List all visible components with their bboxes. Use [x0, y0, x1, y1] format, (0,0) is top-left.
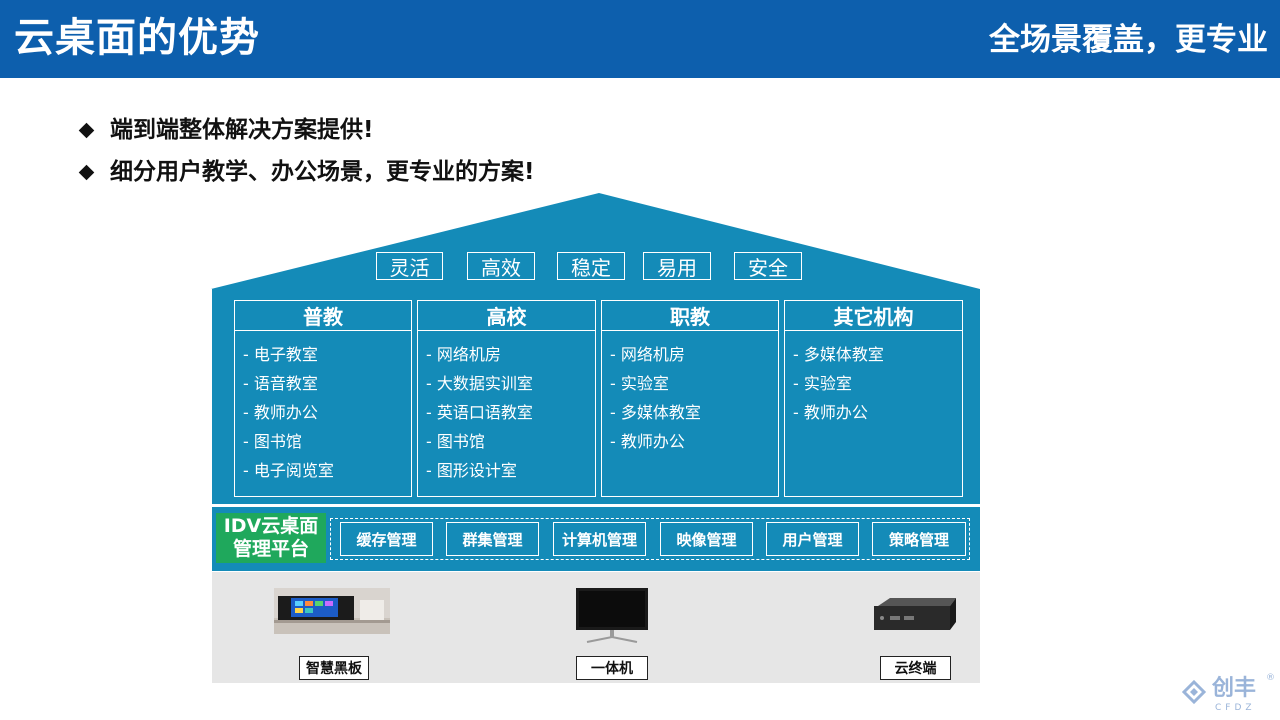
module-image-management: 映像管理 [660, 522, 753, 556]
cfdz-logo-icon [1181, 679, 1207, 705]
module-policy-management: 策略管理 [872, 522, 966, 556]
list-item: - 教师办公 [610, 432, 685, 451]
list-item: - 多媒体教室 [793, 345, 884, 364]
platform-module-group [330, 518, 970, 560]
feature-secure: 安全 [734, 252, 802, 280]
list-item: - 教师办公 [243, 403, 318, 422]
company-logo: 创丰 ® CFDZ [1181, 673, 1278, 716]
column-title: 职教 [602, 301, 778, 331]
list-item: - 实验室 [610, 374, 669, 393]
bullet-text: 细分用户教学、办公场景，更专业的方案! [110, 159, 535, 185]
all-in-one-pc-icon [576, 588, 648, 643]
list-item: - 英语口语教室 [426, 403, 533, 422]
scenario-column-university: 高校 - 网络机房 - 大数据实训室 - 英语口语教室 - 图书馆 - 图形设计… [417, 300, 596, 497]
page-slogan: 全场景覆盖，更专业 [989, 22, 1268, 58]
page-title: 云桌面的优势 [14, 15, 260, 61]
platform-label: IDV云桌面 管理平台 [216, 513, 326, 563]
bullet-point: 端到端整体解决方案提供! [78, 114, 374, 146]
cloud-terminal-icon [874, 598, 956, 630]
list-item: - 电子阅览室 [243, 461, 334, 480]
list-item: - 教师办公 [793, 403, 868, 422]
list-item: - 图书馆 [426, 432, 485, 451]
scenario-column-other: 其它机构 - 多媒体教室 - 实验室 - 教师办公 [784, 300, 963, 497]
bullet-text: 端到端整体解决方案提供! [110, 117, 374, 143]
list-item: - 网络机房 [426, 345, 501, 364]
list-item: - 电子教室 [243, 345, 318, 364]
column-title: 高校 [418, 301, 595, 331]
device-label-cloud-terminal: 云终端 [880, 656, 951, 680]
scenario-column-vocational: 职教 - 网络机房 - 实验室 - 多媒体教室 - 教师办公 [601, 300, 779, 497]
logo-subtext: CFDZ [1215, 703, 1256, 713]
platform-label-line1: IDV云桌面 [223, 515, 319, 537]
feature-stable: 稳定 [557, 252, 625, 280]
smart-blackboard-icon [274, 588, 390, 634]
list-item: - 网络机房 [610, 345, 685, 364]
list-item: - 实验室 [793, 374, 852, 393]
house-body [212, 289, 980, 504]
column-title: 其它机构 [785, 301, 962, 331]
feature-easy-use: 易用 [643, 252, 711, 280]
feature-efficient: 高效 [467, 252, 535, 280]
device-label-smart-blackboard: 智慧黑板 [299, 656, 369, 680]
platform-label-line2: 管理平台 [232, 538, 309, 560]
diamond-bullet-icon [78, 122, 95, 138]
list-item: - 图形设计室 [426, 461, 517, 480]
module-cache-management: 缓存管理 [340, 522, 433, 556]
list-item: - 多媒体教室 [610, 403, 701, 422]
module-user-management: 用户管理 [766, 522, 859, 556]
list-item: - 大数据实训室 [426, 374, 533, 393]
list-item: - 语音教室 [243, 374, 318, 393]
scenario-column-k12: 普教 - 电子教室 - 语音教室 - 教师办公 - 图书馆 - 电子阅览室 [234, 300, 412, 497]
header-bar: 云桌面的优势 全场景覆盖，更专业 [0, 0, 1280, 78]
list-item: - 图书馆 [243, 432, 302, 451]
module-cluster-management: 群集管理 [446, 522, 539, 556]
logo-text: 创丰 [1212, 676, 1257, 701]
column-title: 普教 [235, 301, 411, 331]
diamond-bullet-icon [78, 164, 95, 180]
module-computer-management: 计算机管理 [553, 522, 646, 556]
logo-registered-mark: ® [1266, 673, 1275, 683]
bullet-point: 细分用户教学、办公场景，更专业的方案! [78, 156, 535, 188]
device-label-all-in-one: 一体机 [576, 656, 648, 680]
feature-flexible: 灵活 [376, 252, 443, 280]
